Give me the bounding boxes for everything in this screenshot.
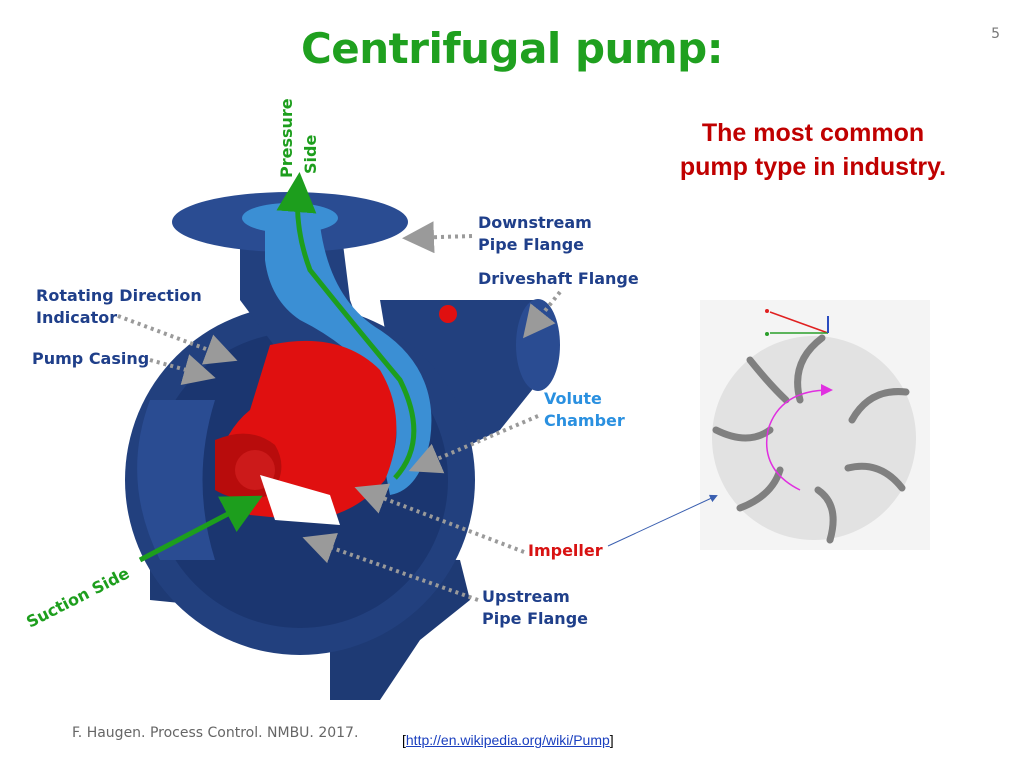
leader-casing bbox=[149, 354, 216, 386]
leader-rotating bbox=[117, 314, 238, 365]
label-rotating-1: Rotating Direction bbox=[36, 286, 202, 305]
subtitle-line-2: pump type in industry. bbox=[679, 153, 947, 181]
leader-upstream bbox=[302, 533, 479, 602]
label-pump-casing: Pump Casing bbox=[32, 349, 149, 368]
slide-title: Centrifugal pump: bbox=[300, 24, 724, 73]
label-side: Side bbox=[301, 135, 320, 174]
leader-downstream bbox=[402, 221, 473, 254]
subtitle-line-1: The most common bbox=[701, 119, 925, 147]
label-downstream-1: Downstream bbox=[478, 213, 592, 232]
slide-number: 5 bbox=[991, 26, 1000, 42]
leader-impeller bbox=[354, 483, 525, 554]
label-pressure: Pressure bbox=[277, 98, 296, 178]
label-upstream-2: Pipe Flange bbox=[482, 609, 588, 628]
label-driveshaft: Driveshaft Flange bbox=[478, 269, 639, 288]
footer-source: [http://en.wikipedia.org/wiki/Pump] bbox=[402, 732, 614, 748]
rotation-arrow bbox=[766, 384, 833, 491]
link-bracket-open: [ bbox=[402, 732, 406, 748]
volute-chamber bbox=[265, 225, 432, 495]
connector-line bbox=[607, 494, 718, 547]
footer-credit: F. Haugen. Process Control. NMBU. 2017. bbox=[72, 725, 359, 741]
pressure-flow-arrow bbox=[276, 172, 417, 480]
link-bracket-close: ] bbox=[609, 732, 614, 748]
pump-body bbox=[125, 192, 560, 700]
driveshaft-flange bbox=[516, 299, 560, 391]
leader-lines bbox=[117, 221, 562, 602]
suction-flow-arrow bbox=[138, 495, 263, 563]
cutaway-gap bbox=[260, 475, 340, 525]
label-volute-2: Chamber bbox=[544, 411, 625, 430]
label-upstream-1: Upstream bbox=[482, 587, 570, 606]
wikipedia-link[interactable]: http://en.wikipedia.org/wiki/Pump bbox=[405, 732, 610, 748]
impeller-vane-diagram bbox=[700, 300, 930, 550]
label-rotating-2: Indicator bbox=[36, 308, 117, 327]
slide-subtitle: The most common pump type in industry. bbox=[655, 116, 971, 184]
label-impeller: Impeller bbox=[528, 541, 603, 560]
label-volute-1: Volute bbox=[544, 389, 602, 408]
label-suction-side: Suction Side bbox=[23, 563, 132, 631]
suction-flange bbox=[137, 400, 215, 560]
impeller-disc bbox=[712, 336, 916, 540]
leader-volute bbox=[408, 414, 539, 474]
label-downstream-2: Pipe Flange bbox=[478, 235, 584, 254]
oil-cap bbox=[439, 305, 457, 323]
leader-driveshaft bbox=[523, 290, 562, 339]
